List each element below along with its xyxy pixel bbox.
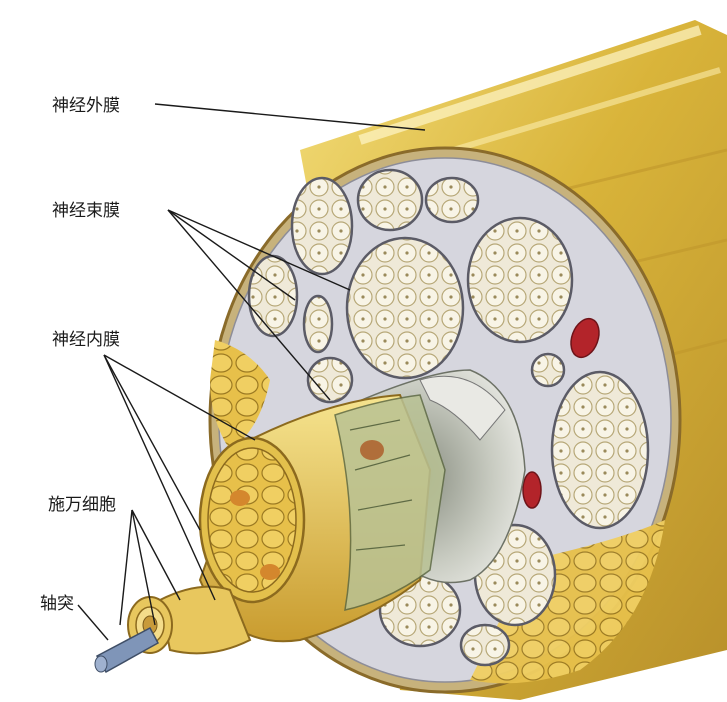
label-epineurium: 神经外膜 bbox=[52, 96, 120, 116]
nerve-cylinder-illustration bbox=[94, 20, 727, 700]
label-schwann-cell: 施万细胞 bbox=[48, 495, 116, 515]
label-perineurium: 神经束膜 bbox=[52, 201, 120, 221]
blood-vessel-icon bbox=[466, 317, 600, 561]
leader-lines bbox=[77, 103, 426, 641]
label-endoneurium: 神经内膜 bbox=[52, 330, 120, 350]
label-axon: 轴突 bbox=[40, 594, 74, 614]
axon-icon bbox=[94, 585, 252, 674]
